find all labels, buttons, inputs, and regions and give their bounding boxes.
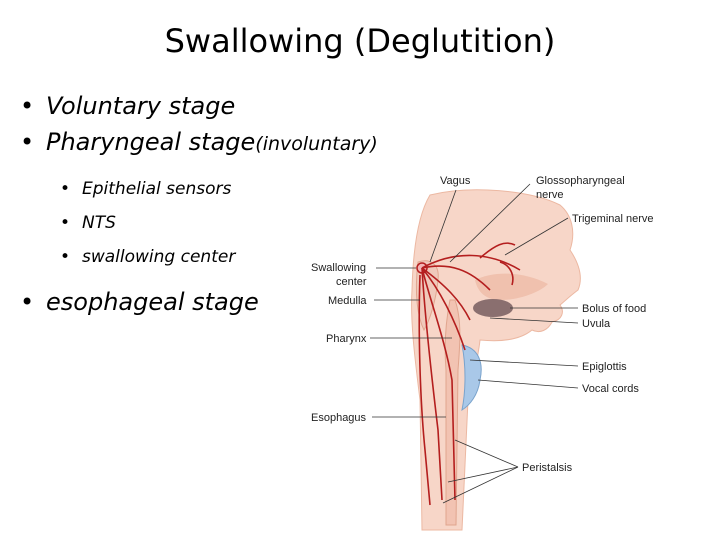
sub-bullet-swallowing-center: • swallowing center xyxy=(60,240,440,274)
sub-bullet-text: NTS xyxy=(82,213,116,233)
bullet-voluntary-stage: • Voluntary stage xyxy=(20,88,440,124)
label-medulla: Medulla xyxy=(328,295,367,307)
sub-bullet-epithelial-sensors: • Epithelial sensors xyxy=(60,172,440,206)
sub-bullet-text: swallowing center xyxy=(82,247,236,267)
label-glossopharyngeal: Glossopharyngeal xyxy=(536,175,625,187)
bullet-esophageal-stage: • esophageal stage xyxy=(20,284,440,320)
label-peristalsis: Peristalsis xyxy=(522,462,573,474)
bullet-marker: • xyxy=(20,92,35,120)
label-uvula: Uvula xyxy=(582,318,611,330)
label-bolus-of-food: Bolus of food xyxy=(582,303,646,315)
sub-bullet-nts: • NTS xyxy=(60,206,440,240)
label-vagus: Vagus xyxy=(440,175,471,187)
label-glossopharyngeal-nerve: nerve xyxy=(536,189,564,201)
vocal-cords-shape xyxy=(461,344,482,412)
bullet-text: Pharyngeal stage xyxy=(46,128,256,156)
label-pharynx: Pharynx xyxy=(326,333,367,345)
label-esophagus: Esophagus xyxy=(311,412,367,424)
label-leader-lines xyxy=(370,183,579,504)
label-swallowing-center: center xyxy=(336,276,367,288)
label-swallowing: Swallowing xyxy=(311,262,366,274)
bullet-marker: • xyxy=(20,288,35,316)
label-epiglottis: Epiglottis xyxy=(582,361,627,373)
sub-bullet-list: • Epithelial sensors • NTS • swallowing … xyxy=(46,172,440,274)
bullet-marker: • xyxy=(60,179,71,199)
nerve-fibers xyxy=(418,242,521,506)
swallowing-anatomy-diagram: Vagus Glossopharyngeal nerve Trigeminal … xyxy=(311,175,654,531)
bullet-pharyngeal-stage: • Pharyngeal stage(involuntary) • Epithe… xyxy=(20,124,440,274)
bullet-suffix: (involuntary) xyxy=(255,133,378,155)
bullet-marker: • xyxy=(20,128,35,156)
head-silhouette xyxy=(411,189,581,531)
label-vocal-cords: Vocal cords xyxy=(582,383,639,395)
slide-title: Swallowing (Deglutition) xyxy=(164,22,556,60)
label-trigeminal-nerve: Trigeminal nerve xyxy=(572,213,654,225)
sub-bullet-text: Epithelial sensors xyxy=(82,179,232,199)
bullet-text: esophageal stage xyxy=(46,288,259,316)
bullet-marker: • xyxy=(60,213,71,233)
bolus-of-food xyxy=(473,299,513,317)
bullet-list: • Voluntary stage • Pharyngeal stage(inv… xyxy=(20,88,440,320)
bullet-text: Voluntary stage xyxy=(46,92,236,120)
bullet-marker: • xyxy=(60,247,71,267)
oral-cavity xyxy=(475,273,548,300)
